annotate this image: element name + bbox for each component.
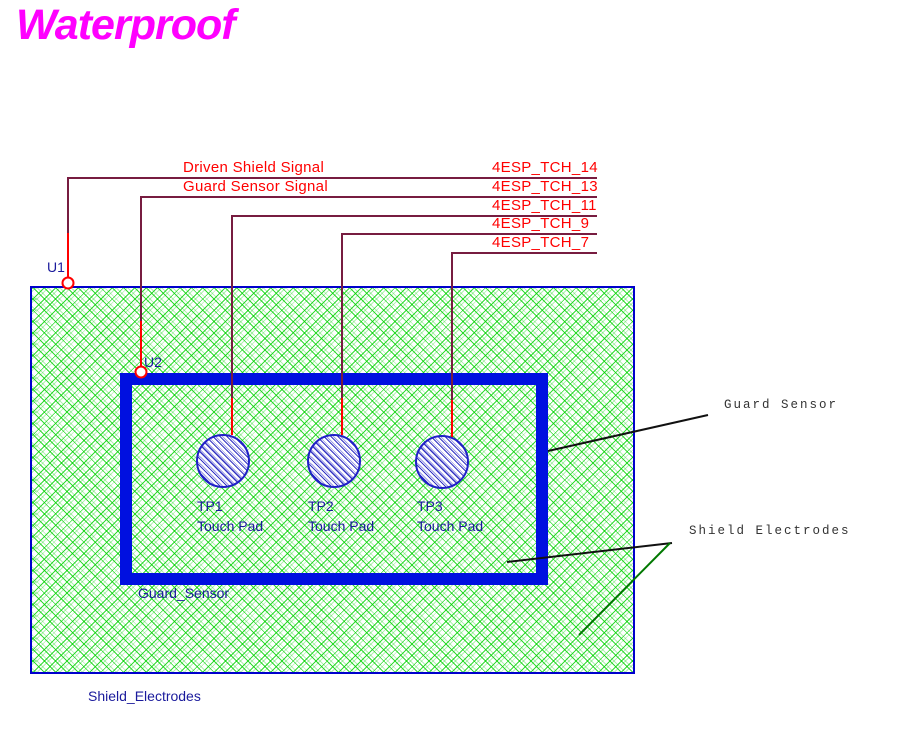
designator-tp1: TP1 [197, 498, 223, 514]
designator-u2: U2 [144, 354, 162, 370]
net-label-tch7: 4ESP_TCH_7 [492, 234, 590, 251]
net-label-guard-sensor-signal: Guard Sensor Signal [183, 178, 328, 195]
touch-pad-tp2 [307, 434, 361, 488]
label-touch-pad-2: Touch Pad [308, 518, 375, 534]
net-label-tch11: 4ESP_TCH_11 [492, 197, 597, 214]
net-label-tch9: 4ESP_TCH_9 [492, 215, 590, 232]
annotation-shield-electrodes: Shield Electrodes [689, 524, 851, 538]
touch-pad-tp3 [415, 435, 469, 489]
label-touch-pad-1: Touch Pad [197, 518, 264, 534]
designator-u1: U1 [47, 259, 65, 275]
guard-sensor-ring [120, 373, 548, 585]
label-shield-electrodes-region: Shield_Electrodes [88, 688, 201, 704]
annotation-guard-sensor: Guard Sensor [724, 398, 839, 412]
page-title: Waterproof [16, 1, 236, 49]
label-touch-pad-3: Touch Pad [417, 518, 484, 534]
designator-tp3: TP3 [417, 498, 443, 514]
label-guard-sensor-region: Guard_Sensor [138, 585, 230, 601]
net-label-tch13: 4ESP_TCH_13 [492, 178, 598, 195]
net-label-tch14: 4ESP_TCH_14 [492, 159, 598, 176]
net-label-driven-shield-signal: Driven Shield Signal [183, 159, 325, 176]
touch-pad-tp1 [196, 434, 250, 488]
designator-tp2: TP2 [308, 498, 334, 514]
